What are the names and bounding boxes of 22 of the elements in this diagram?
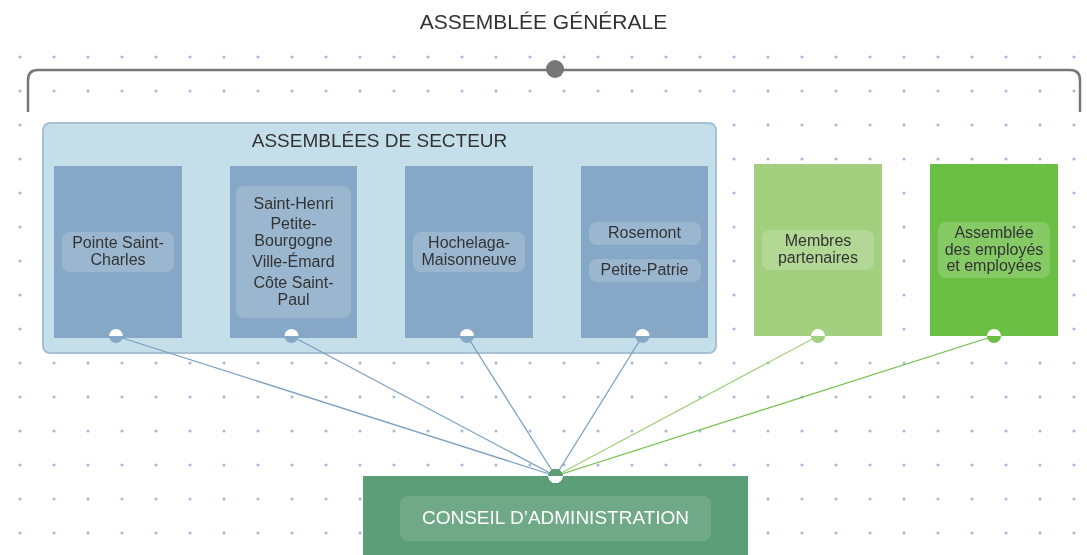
member-column xyxy=(405,166,533,338)
column-label: Petite-Patrie xyxy=(588,259,701,282)
member-column xyxy=(54,166,182,338)
group-heading: ASSEMBLÉES DE SECTEUR xyxy=(250,130,509,152)
connector xyxy=(548,329,1001,483)
member-column xyxy=(581,166,708,338)
column-label: Hochelaga-Maisonneuve xyxy=(413,232,525,272)
diagram-title: ASSEMBLÉE GÉNÉRALE xyxy=(418,10,669,34)
member-column xyxy=(754,164,882,336)
member-column xyxy=(230,166,357,338)
column-label: Assemblée des employés et employées xyxy=(938,221,1050,279)
column-label: Rosemont xyxy=(588,222,701,245)
district-name: Petite-Bourgogne xyxy=(253,216,334,250)
member-column xyxy=(930,164,1058,336)
district-name: Côte Saint-Paul xyxy=(252,274,335,309)
column-label: Membres partenaires xyxy=(762,230,874,270)
board-box xyxy=(363,476,748,555)
group-panel xyxy=(42,122,717,354)
district-name: Ville-Émard xyxy=(251,254,336,271)
district-name: Saint-Henri xyxy=(252,195,335,213)
column-label: Pointe Saint-Charles xyxy=(62,232,174,272)
box-label: CONSEIL D’ADMINISTRATION xyxy=(400,496,711,541)
